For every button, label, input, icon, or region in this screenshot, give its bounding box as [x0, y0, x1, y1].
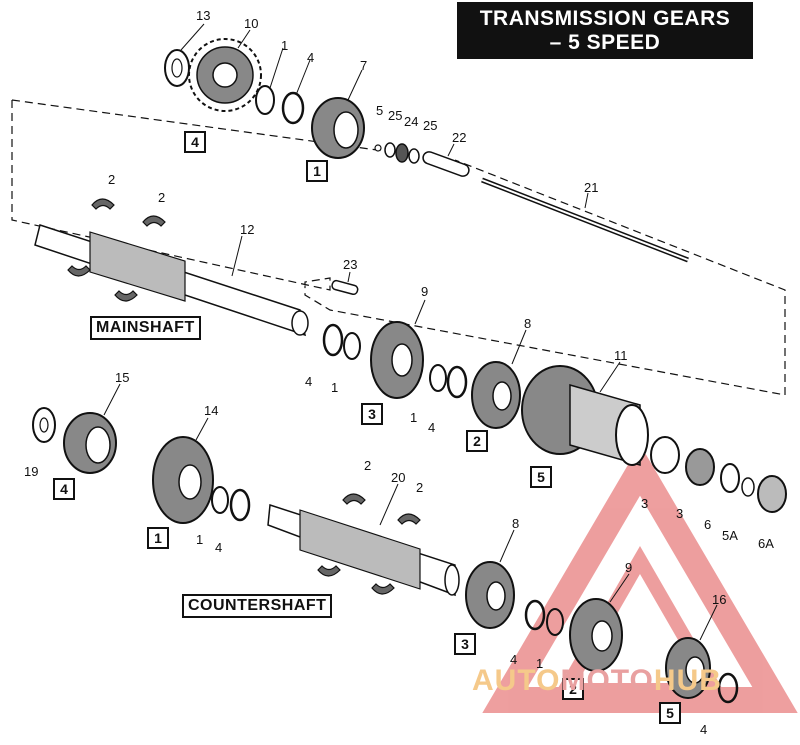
bearings-3-6 [650, 436, 787, 513]
callout-3: 3 [641, 496, 649, 511]
callout-1: 1 [331, 380, 339, 395]
rings-4-1-main [322, 323, 468, 399]
gear-number-box: 5 [659, 702, 681, 724]
callout-2: 2 [416, 480, 424, 495]
leader-lines [103, 23, 718, 641]
gear-15 [63, 412, 117, 474]
callout-14: 14 [204, 403, 219, 418]
assembly-boundary [11, 100, 786, 396]
callout-19: 19 [24, 464, 39, 479]
callout-15: 15 [115, 370, 130, 385]
callout-4: 4 [428, 420, 436, 435]
pin-22 [422, 151, 470, 177]
mainshaft-12 [34, 224, 309, 337]
callout-6: 6 [704, 517, 712, 532]
callout-20: 20 [391, 470, 406, 485]
watermark-part-2: MOTO [560, 664, 654, 697]
gear-number-box: 4 [53, 478, 75, 500]
callout-1: 1 [536, 656, 544, 671]
countershaft-20 [267, 503, 460, 597]
callout-12: 12 [240, 222, 255, 237]
gear-8-main [471, 361, 521, 429]
callout-23: 23 [343, 257, 358, 272]
gear-number-box: 5 [530, 466, 552, 488]
callout-8: 8 [524, 316, 532, 331]
gear-9-counter [569, 598, 623, 672]
washer-13 [164, 49, 190, 87]
countershaft-label: COUNTERSHAFT [182, 594, 333, 618]
callout-13: 13 [196, 8, 211, 23]
diagram-title: TRANSMISSION GEARS – 5 SPEED [457, 2, 753, 59]
gear-14 [152, 436, 214, 524]
gear-number-box: 4 [184, 131, 206, 153]
callout-1: 1 [410, 410, 418, 425]
gear-9-main [370, 321, 424, 399]
callout-5a: 5A [722, 528, 738, 543]
ring-4-top [281, 91, 305, 125]
callout-7: 7 [360, 58, 368, 73]
gear-16 [665, 637, 711, 699]
callout-11: 11 [614, 348, 628, 363]
gear-11 [521, 365, 649, 466]
gear-number-box: 2 [562, 678, 584, 700]
ring-1-top [255, 85, 275, 115]
gear-number-box: 3 [454, 633, 476, 655]
callout-4: 4 [305, 374, 313, 389]
callout-24: 24 [404, 114, 419, 129]
watermark-part-1: AUTO [472, 664, 561, 697]
gear-8-counter [465, 561, 515, 629]
callout-16: 16 [712, 592, 727, 607]
callout-2: 2 [158, 190, 166, 205]
rings-4-1-counter [524, 599, 564, 636]
mainshaft-label: MAINSHAFT [90, 316, 201, 340]
callout-4: 4 [700, 722, 708, 737]
watermark-part-3: HUB [653, 664, 722, 697]
callout-1: 1 [196, 532, 204, 547]
callout-8: 8 [512, 516, 520, 531]
callout-2: 2 [364, 458, 372, 473]
gear-number-box: 2 [466, 430, 488, 452]
callout-6a: 6A [758, 536, 774, 551]
callout-10: 10 [244, 16, 259, 31]
pin-23 [331, 279, 359, 296]
rings-1-4-counter [211, 486, 251, 522]
washer-19 [32, 407, 56, 443]
callout-25: 25 [423, 118, 438, 133]
callout-4: 4 [215, 540, 223, 555]
gear-10 [188, 38, 262, 112]
callout-4: 4 [307, 50, 315, 65]
gear-number-box: 3 [361, 403, 383, 425]
title-line-2: – 5 SPEED [549, 30, 661, 54]
callout-4: 4 [510, 652, 518, 667]
watermark-text: AUTOMOTOHUB [472, 664, 722, 698]
callout-2: 2 [108, 172, 116, 187]
callout-9: 9 [625, 560, 633, 575]
callout-3: 3 [676, 506, 684, 521]
ring-4-bottom [717, 672, 739, 704]
callout-1: 1 [281, 38, 289, 53]
small-parts-5-25-24 [374, 142, 420, 164]
callout-22: 22 [452, 130, 467, 145]
shaft-rod-21 [481, 177, 689, 263]
callout-25: 25 [388, 108, 403, 123]
callout-21: 21 [584, 180, 599, 195]
title-line-1: TRANSMISSION GEARS [479, 6, 731, 30]
gear-number-box: 1 [147, 527, 169, 549]
gear-7 [311, 97, 365, 159]
gear-number-box: 1 [306, 160, 328, 182]
callout-5: 5 [376, 103, 384, 118]
bearing-halves-2 [67, 198, 421, 595]
callout-9: 9 [421, 284, 429, 299]
